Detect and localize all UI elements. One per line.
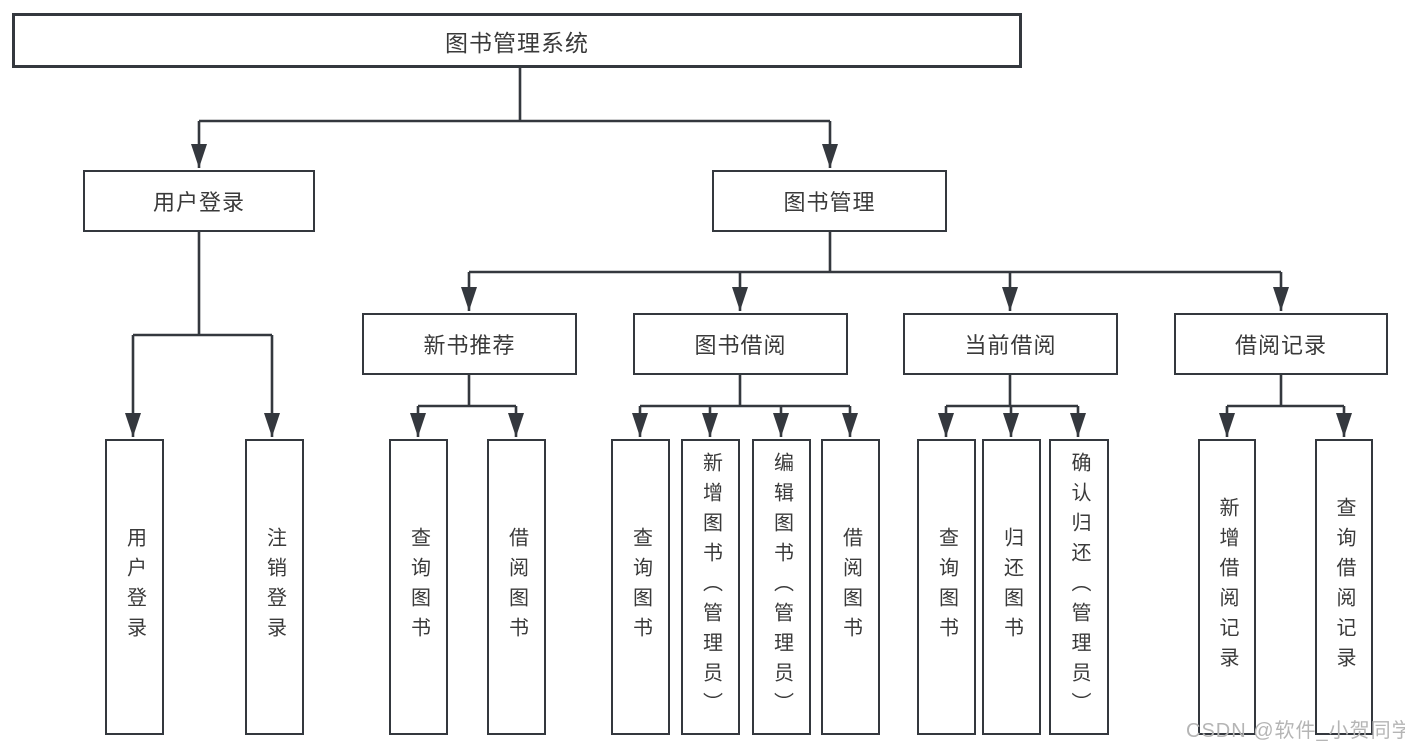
- leaf-current-query-books: 查询图书: [917, 439, 976, 735]
- leaf-borrow-query-books-label: 查询图书: [629, 527, 652, 647]
- node-book-management-label: 图书管理: [783, 190, 876, 215]
- leaf-borrow-books-label: 借阅图书: [839, 527, 862, 647]
- leaf-edit-books-admin-label: 编辑图书（管理员）: [770, 452, 793, 722]
- csdn-watermark: CSDN @软件_小贺同学: [1186, 720, 1405, 742]
- leaf-confirm-return-admin: 确认归还（管理员）: [1049, 439, 1109, 735]
- leaf-return-books-label: 归还图书: [1000, 527, 1023, 647]
- node-user-login-label: 用户登录: [152, 190, 245, 215]
- node-user-login: 用户登录: [83, 170, 315, 232]
- leaf-edit-books-admin: 编辑图书（管理员）: [752, 439, 811, 735]
- node-root-system: 图书管理系统: [12, 13, 1022, 68]
- node-current-borrowing-label: 当前借阅: [964, 333, 1057, 358]
- leaf-recommend-query-books: 查询图书: [389, 439, 448, 735]
- leaf-return-books: 归还图书: [982, 439, 1041, 735]
- leaf-recommend-borrow-books-label: 借阅图书: [505, 527, 528, 647]
- leaf-add-books-admin: 新增图书（管理员）: [681, 439, 740, 735]
- node-root-label: 图书管理系统: [445, 29, 589, 56]
- leaf-logout-label: 注销登录: [263, 527, 286, 647]
- leaf-query-borrow-record: 查询借阅记录: [1315, 439, 1373, 735]
- leaf-user-login: 用户登录: [105, 439, 164, 735]
- node-borrow-records-label: 借阅记录: [1234, 333, 1327, 358]
- leaf-borrow-query-books: 查询图书: [611, 439, 670, 735]
- leaf-add-books-admin-label: 新增图书（管理员）: [699, 452, 722, 722]
- leaf-query-borrow-record-label: 查询借阅记录: [1333, 497, 1355, 677]
- leaf-add-borrow-record-label: 新增借阅记录: [1216, 497, 1238, 677]
- node-book-borrowing: 图书借阅: [633, 313, 848, 375]
- leaf-borrow-books: 借阅图书: [821, 439, 880, 735]
- leaf-add-borrow-record: 新增借阅记录: [1198, 439, 1256, 735]
- node-book-management: 图书管理: [712, 170, 947, 232]
- leaf-logout: 注销登录: [245, 439, 304, 735]
- node-current-borrowing: 当前借阅: [903, 313, 1118, 375]
- leaf-current-query-books-label: 查询图书: [935, 527, 958, 647]
- leaf-recommend-borrow-books: 借阅图书: [487, 439, 546, 735]
- node-borrow-records: 借阅记录: [1174, 313, 1388, 375]
- connector-arrows: [125, 121, 1352, 437]
- leaf-user-login-label: 用户登录: [123, 527, 146, 647]
- node-book-borrowing-label: 图书借阅: [694, 333, 787, 358]
- leaf-recommend-query-books-label: 查询图书: [407, 527, 430, 647]
- leaf-confirm-return-admin-label: 确认归还（管理员）: [1068, 452, 1090, 722]
- node-new-book-recommend: 新书推荐: [362, 313, 577, 375]
- node-new-book-recommend-label: 新书推荐: [423, 333, 516, 358]
